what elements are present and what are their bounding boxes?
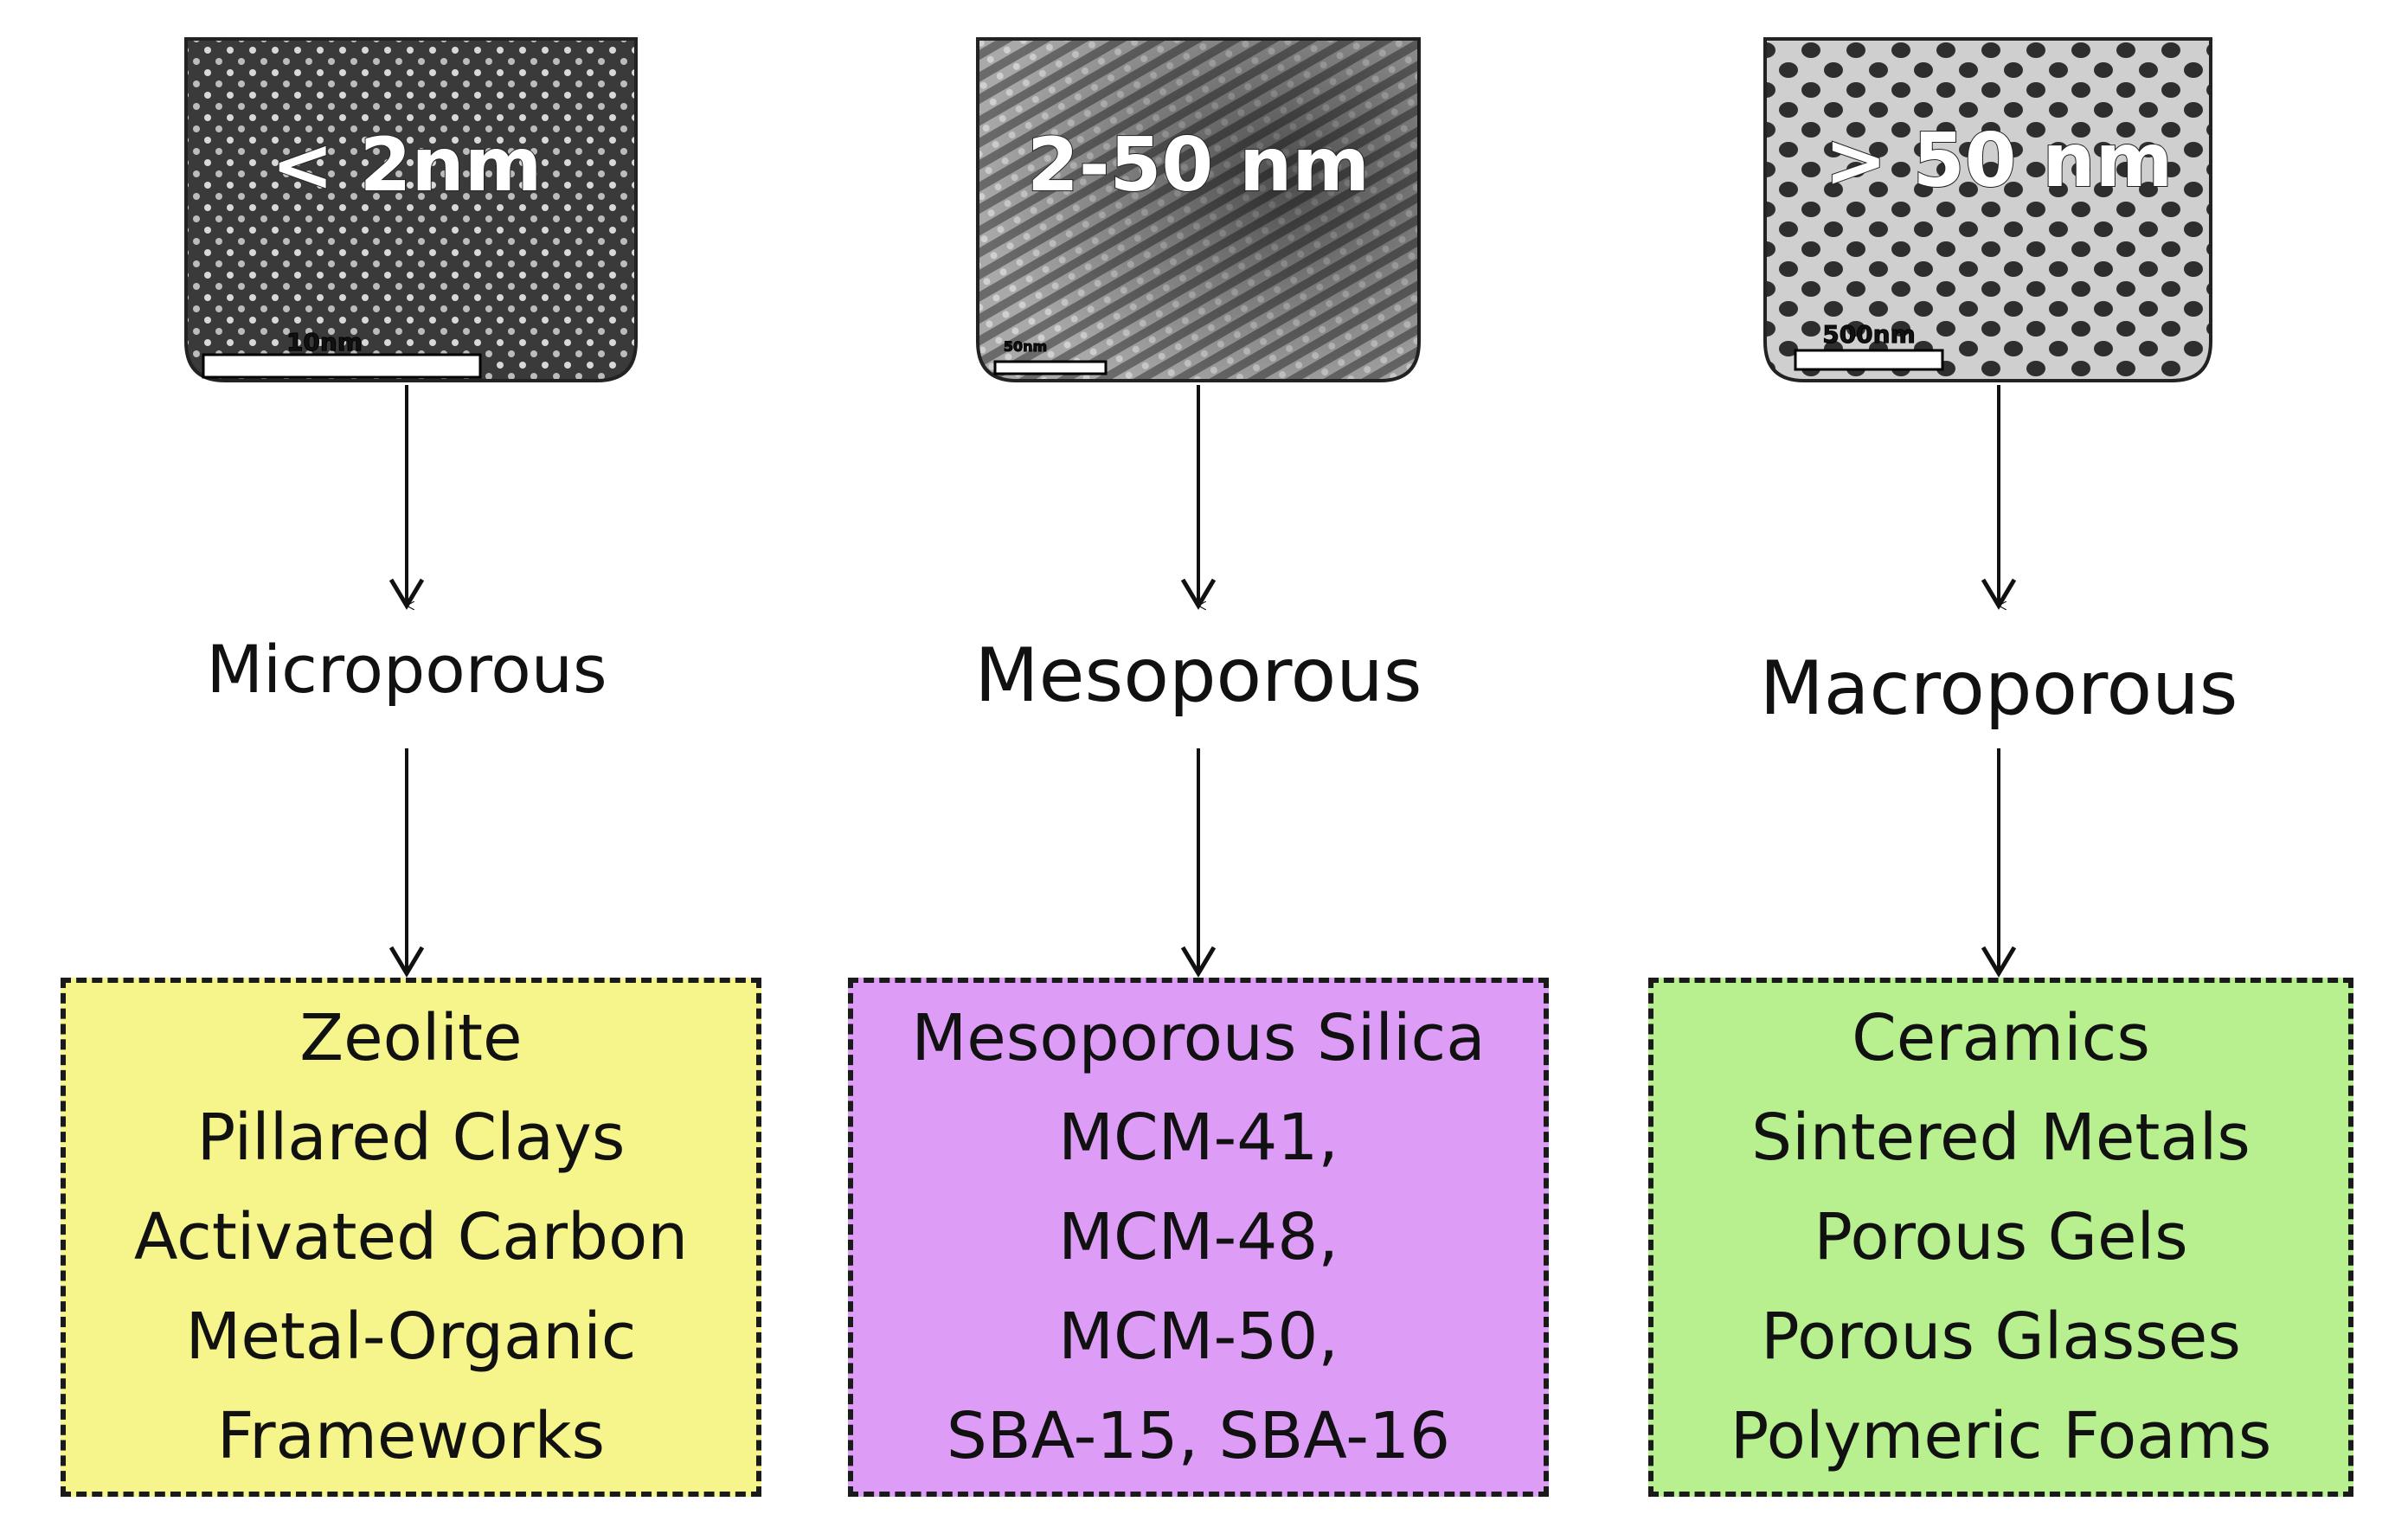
example-item: Porous Gels [1814,1199,2188,1274]
example-item: Porous Glasses [1761,1299,2241,1374]
class-label-meso: Mesoporous [974,632,1422,719]
example-item: Zeolite [299,1000,523,1075]
scale-bar-text-micro: 10nm [286,328,363,356]
micrograph-micro [184,37,638,382]
example-item: SBA-15, SBA-16 [946,1398,1451,1473]
example-item: Activated Carbon [133,1199,689,1274]
arrowhead-box-macro [1981,946,2017,978]
scale-bar-meso [993,360,1108,375]
arrowhead-box-meso [1180,946,1217,978]
example-item: Sintered Metals [1751,1100,2251,1175]
arrowhead-class-macro [1981,578,2017,610]
arrowhead-box-micro [388,946,425,978]
size-label-meso: 2-50 nm [1027,122,1370,209]
example-item: Mesoporous Silica [911,1000,1486,1075]
scale-bar-text-macro: 500nm [1822,320,1916,349]
scale-bar-micro [202,353,482,379]
class-label-macro: Macroporous [1760,645,2238,732]
example-item: MCM-48, [1058,1199,1339,1274]
example-item: Pillared Clays [196,1100,626,1175]
arrowhead-class-micro [388,578,425,610]
scale-bar-macro [1794,349,1944,371]
example-item: MCM-50, [1058,1299,1339,1374]
arrowhead-class-meso [1180,578,1217,610]
micrograph-macro [1763,37,2212,382]
scale-bar-text-meso: 50nm [1004,338,1047,355]
example-item: Frameworks [216,1398,606,1473]
example-item: Ceramics [1852,1000,2150,1075]
micrograph-shading [978,39,1419,381]
size-label-macro: > 50 nm [1825,118,2173,204]
example-item: MCM-41, [1058,1100,1339,1175]
size-label-micro: < 2nm [272,122,543,209]
example-item: Polymeric Foams [1730,1398,2272,1473]
example-item: Metal-Organic [185,1299,637,1374]
class-label-micro: Microporous [206,631,607,708]
